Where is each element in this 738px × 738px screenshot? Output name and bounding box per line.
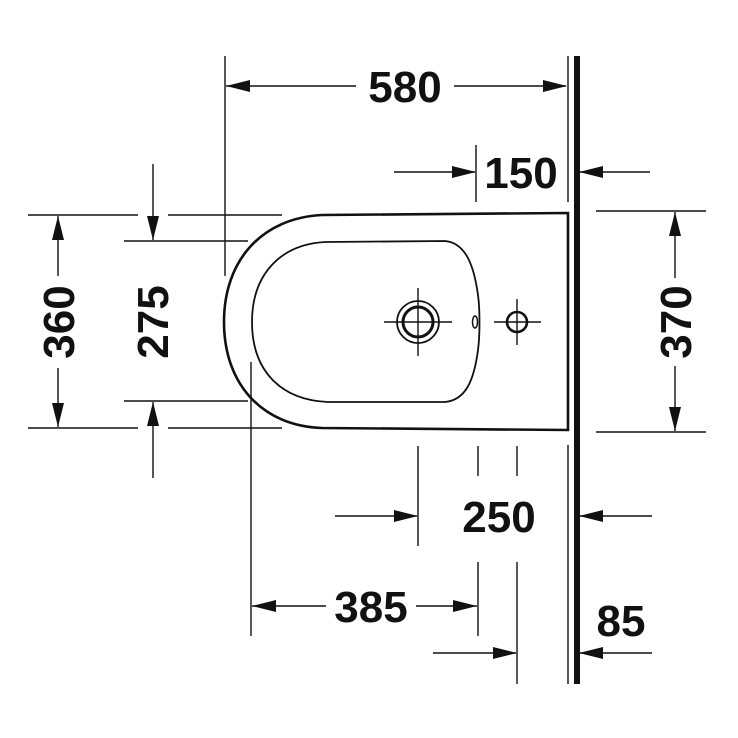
- dimension-250: 250: [335, 446, 652, 546]
- bidet-bowl-outline: [251, 240, 481, 403]
- dimension-385-label: 385: [334, 583, 407, 632]
- dimension-580: 580: [224, 56, 567, 276]
- dimension-275: 275: [124, 164, 248, 478]
- bidet-body-outline: [222, 211, 570, 432]
- dimension-150: 150: [394, 145, 650, 202]
- dimension-85: 85: [433, 562, 652, 684]
- dimension-150-label: 150: [484, 149, 557, 198]
- dimension-275-label: 275: [129, 285, 178, 358]
- tap-hole-icon: [494, 299, 541, 345]
- dimension-360-label: 360: [35, 285, 84, 358]
- waste-outlet-icon: [384, 288, 452, 356]
- dimension-360: 360: [28, 214, 282, 429]
- dimension-85-label: 85: [597, 597, 646, 646]
- dimension-370-label: 370: [652, 285, 701, 358]
- dimension-370: 370: [596, 210, 706, 433]
- overflow-icon: [471, 315, 479, 329]
- dimension-580-label: 580: [368, 63, 441, 112]
- dimension-385: 385: [250, 362, 479, 636]
- dimension-250-label: 250: [462, 493, 535, 542]
